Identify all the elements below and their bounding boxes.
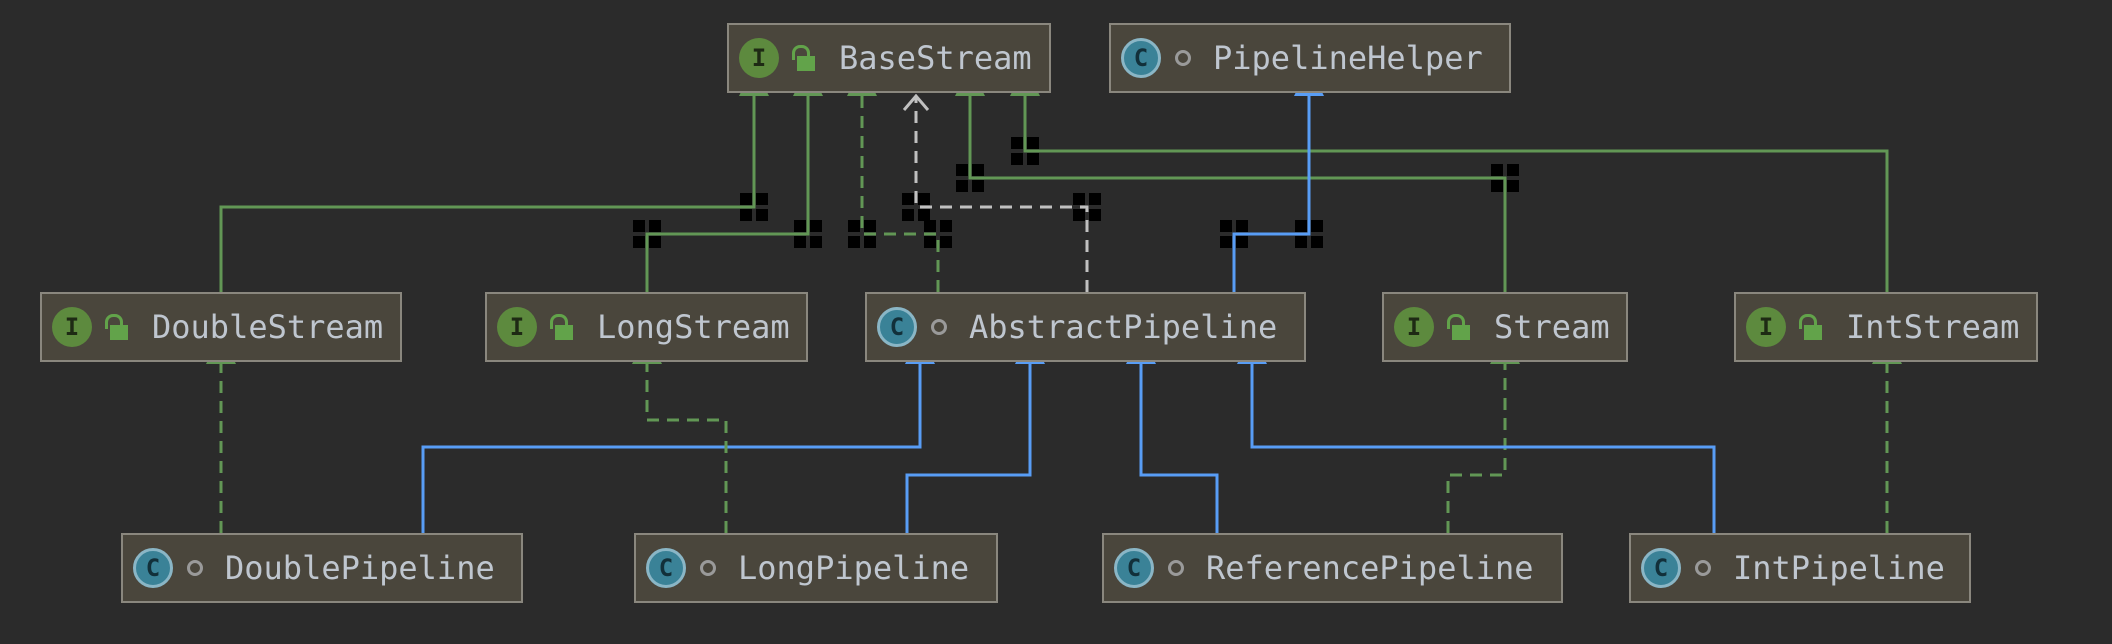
edge-abstractpipeline-basestream — [847, 66, 940, 292]
node-label: Stream — [1494, 308, 1610, 346]
edge-longstream-basestream — [645, 66, 823, 292]
edge-doublepipeline-abstractpipeline — [421, 334, 935, 533]
package-private-icon — [1695, 560, 1711, 576]
node-int-pipeline[interactable]: C IntPipeline — [1629, 533, 1971, 603]
lock-open-icon — [791, 43, 817, 73]
node-int-stream[interactable]: I IntStream — [1734, 292, 2038, 362]
edge-handle[interactable] — [1011, 137, 1039, 165]
edge-handle[interactable] — [1073, 193, 1101, 221]
edge-referencepipeline-stream — [1446, 334, 1520, 533]
node-label: AbstractPipeline — [969, 308, 1278, 346]
lock-open-icon — [549, 312, 575, 342]
node-label: PipelineHelper — [1213, 39, 1483, 77]
class-icon: C — [646, 548, 686, 588]
class-icon: C — [1114, 548, 1154, 588]
package-private-icon — [931, 319, 947, 335]
node-label: DoubleStream — [152, 308, 384, 346]
package-private-icon — [1168, 560, 1184, 576]
lock-open-icon — [1798, 312, 1824, 342]
node-pipeline-helper[interactable]: C PipelineHelper — [1109, 23, 1511, 93]
node-reference-pipeline[interactable]: C ReferencePipeline — [1102, 533, 1563, 603]
node-stream[interactable]: I Stream — [1382, 292, 1628, 362]
node-label: BaseStream — [839, 39, 1032, 77]
edge-handle[interactable] — [633, 220, 661, 248]
node-label: IntStream — [1846, 308, 2020, 346]
edge-longpipeline-longstream — [632, 334, 728, 533]
class-icon: C — [1121, 38, 1161, 78]
edge-handle[interactable] — [1295, 220, 1323, 248]
edge-handle[interactable] — [902, 193, 930, 221]
package-private-icon — [700, 560, 716, 576]
interface-icon: I — [497, 307, 537, 347]
edge-handle[interactable] — [956, 164, 984, 192]
class-icon: C — [877, 307, 917, 347]
interface-icon: I — [1394, 307, 1434, 347]
edge-handle[interactable] — [1491, 164, 1519, 192]
package-private-icon — [187, 560, 203, 576]
edge-stream-basestream — [955, 66, 1507, 292]
node-label: LongPipeline — [738, 549, 970, 587]
node-double-pipeline[interactable]: C DoublePipeline — [121, 533, 523, 603]
edge-doublestream-basestream — [219, 66, 769, 292]
node-label: LongStream — [597, 308, 790, 346]
node-double-stream[interactable]: I DoubleStream — [40, 292, 402, 362]
class-icon: C — [1641, 548, 1681, 588]
edge-intpipeline-abstractpipeline — [1237, 334, 1716, 533]
lock-open-icon — [1446, 312, 1472, 342]
interface-icon: I — [1746, 307, 1786, 347]
class-icon: C — [133, 548, 173, 588]
lock-open-icon — [104, 312, 130, 342]
edge-handle[interactable] — [924, 220, 952, 248]
node-label: ReferencePipeline — [1206, 549, 1534, 587]
node-label: DoublePipeline — [225, 549, 495, 587]
node-label: IntPipeline — [1733, 549, 1945, 587]
edge-referencepipeline-abstractpipeline — [1126, 334, 1219, 533]
node-long-pipeline[interactable]: C LongPipeline — [634, 533, 998, 603]
node-base-stream[interactable]: I BaseStream — [727, 23, 1051, 93]
edge-abstractpipeline-basestream-dep — [916, 96, 1089, 292]
node-long-stream[interactable]: I LongStream — [485, 292, 808, 362]
edge-handle[interactable] — [740, 193, 768, 221]
edge-handle[interactable] — [1220, 220, 1248, 248]
edge-intstream-basestream — [1010, 66, 1889, 292]
package-private-icon — [1175, 50, 1191, 66]
interface-icon: I — [739, 38, 779, 78]
edge-handle[interactable] — [794, 220, 822, 248]
interface-icon: I — [52, 307, 92, 347]
edge-longpipeline-abstractpipeline — [905, 334, 1045, 533]
edge-handle[interactable] — [848, 220, 876, 248]
node-abstract-pipeline[interactable]: C AbstractPipeline — [865, 292, 1306, 362]
edge-abstractpipeline-pipelinehelper — [1232, 66, 1324, 292]
edge-handles — [633, 137, 1519, 248]
